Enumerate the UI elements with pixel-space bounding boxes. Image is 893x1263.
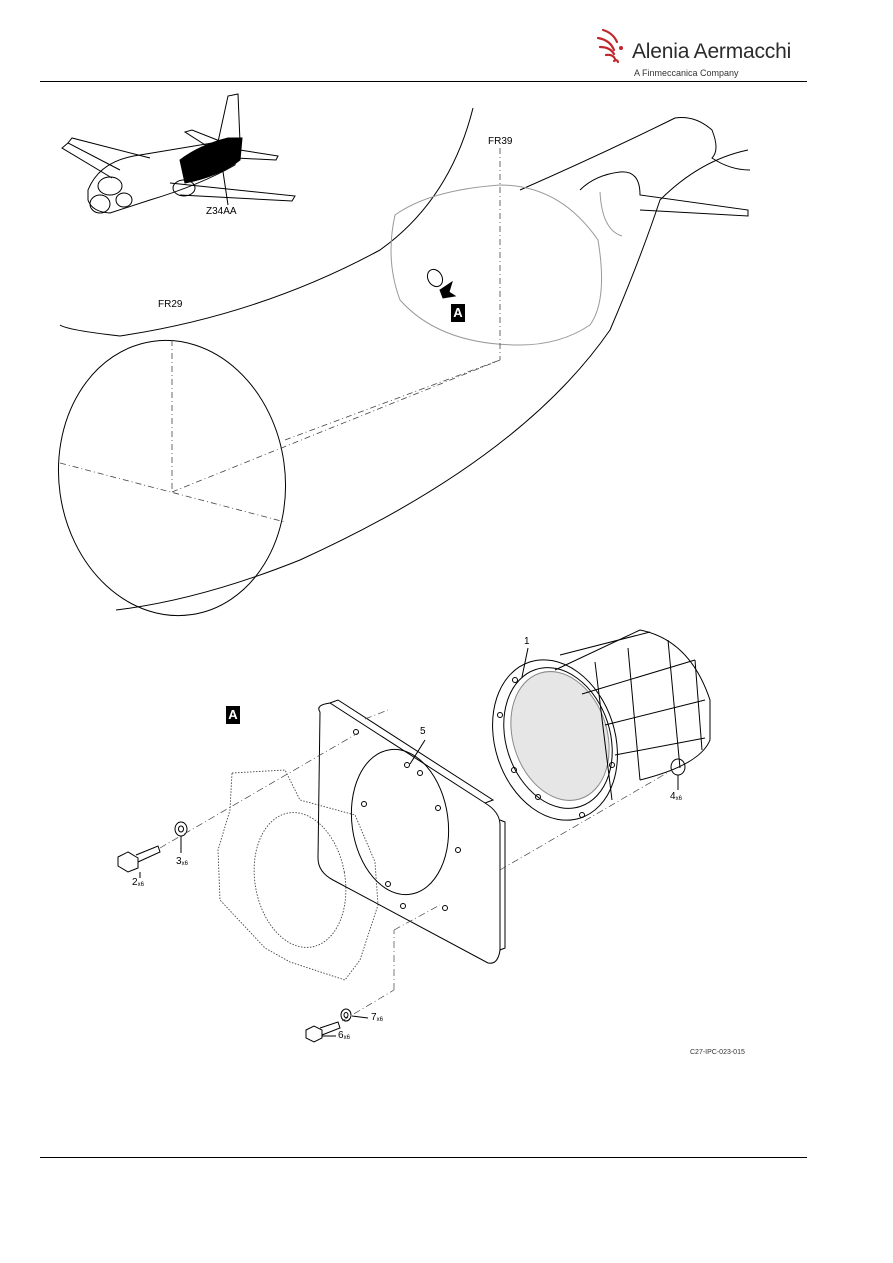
item-number-5: 5 <box>420 726 426 737</box>
item-number-4: 4x6 <box>670 791 682 802</box>
header-rule <box>40 81 807 82</box>
brand-name: Alenia Aermacchi <box>632 40 792 63</box>
footer-rule <box>40 1157 807 1158</box>
item-number-7: 7x6 <box>371 1012 383 1023</box>
item-number-1: 1 <box>524 636 530 647</box>
detail-callout-a: A <box>451 304 465 322</box>
zone-highlight <box>179 137 243 184</box>
figure-id: C27-IPC-023-015 <box>690 1049 745 1056</box>
item-number-2: 2x6 <box>132 877 144 888</box>
detail-view-label-a: A <box>226 706 240 724</box>
aircraft-locator-view <box>61 93 296 214</box>
item-number-6: 6x6 <box>338 1030 350 1041</box>
zone-label: Z34AA <box>206 206 237 217</box>
brand-tagline: A Finmeccanica Company <box>634 68 739 78</box>
frame-label-fr29: FR29 <box>158 299 183 310</box>
frame-label-fr39: FR39 <box>488 136 513 147</box>
item-number-3: 3x6 <box>176 856 188 867</box>
